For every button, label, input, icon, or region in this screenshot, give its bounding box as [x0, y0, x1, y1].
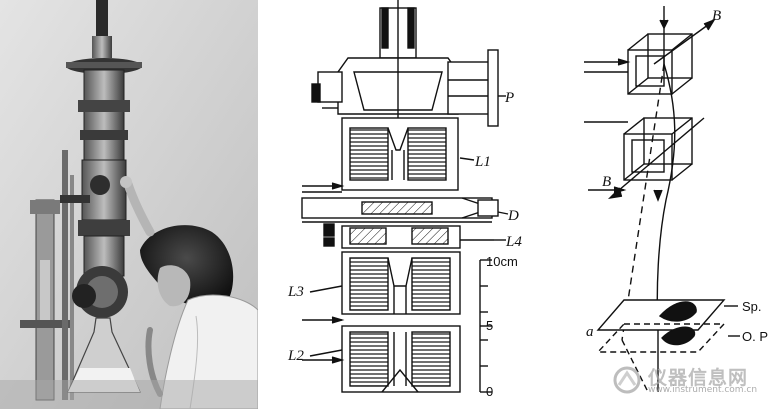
label-specimen: Sp.	[742, 299, 762, 314]
label-l2: L2	[287, 348, 304, 364]
scale-label-top: 10cm	[486, 254, 518, 269]
scale-label-mid: 5	[486, 318, 493, 333]
deflection-ray-diagram: B B Sp. a O. P	[528, 0, 780, 409]
label-a: a	[586, 324, 594, 340]
watermark-brand: 仪器信息网	[648, 367, 749, 389]
watermark: 仪器信息网 www.instrument.com.cn	[612, 363, 772, 397]
microscope-photograph	[0, 0, 258, 409]
label-p: P	[504, 90, 514, 106]
scale-label-bottom: 0	[486, 384, 493, 399]
cross-section-svg: P L1 D L4 L3 L2 10cm 5 0	[287, 0, 522, 399]
label-objective-plane: O. P	[742, 329, 768, 344]
label-d: D	[507, 208, 519, 224]
label-l3: L3	[287, 284, 304, 300]
column-cross-section-drawing: P L1 D L4 L3 L2 10cm 5 0	[262, 0, 524, 409]
label-b-top: B	[712, 8, 721, 24]
watermark-logo-icon	[613, 366, 641, 394]
watermark-url: www.instrument.com.cn	[648, 385, 758, 395]
label-l4: L4	[505, 234, 522, 250]
photo-illustration	[0, 0, 258, 409]
label-b-middle: B	[602, 174, 611, 190]
label-l1: L1	[474, 154, 491, 170]
ray-diagram-svg: B B Sp. a O. P	[584, 6, 768, 393]
